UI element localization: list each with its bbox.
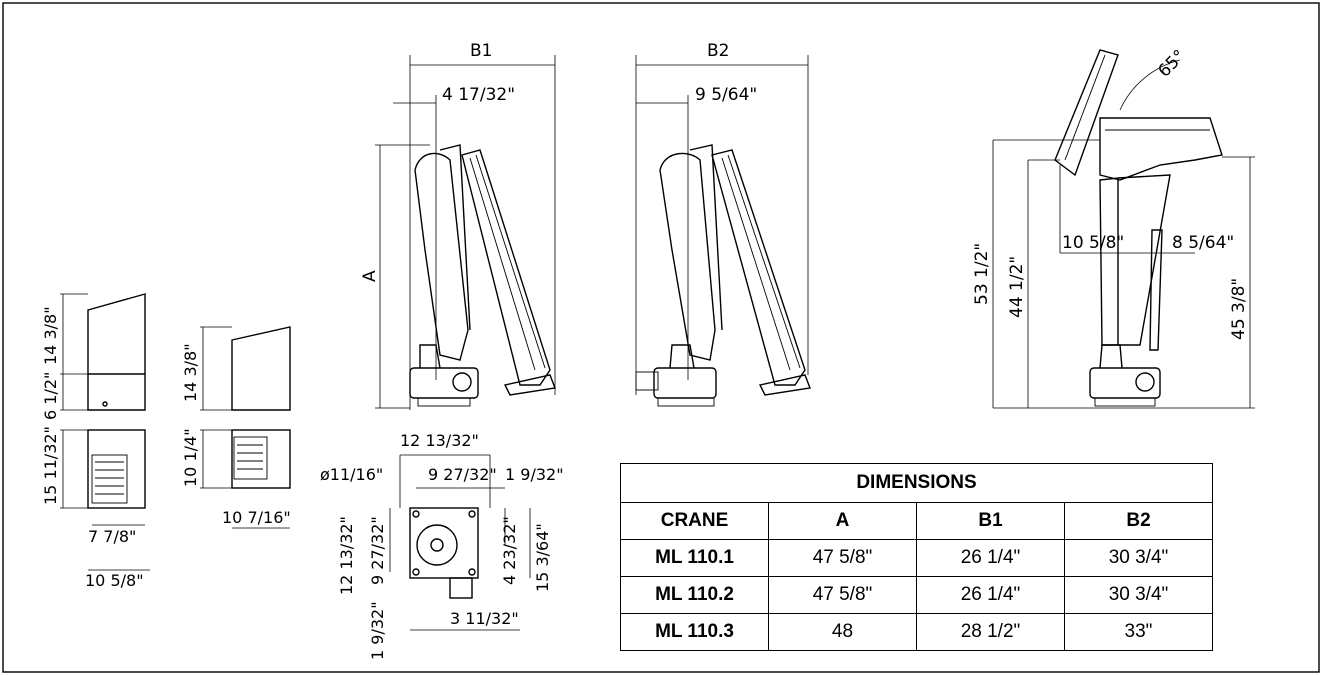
cell-b1: 28 1/2" (916, 613, 1065, 651)
label-a: A (360, 270, 380, 282)
label-b1: B1 (470, 41, 492, 61)
box-front-view: 14 3/8" 6 1/2" (41, 293, 146, 420)
crane-view-extended: 65° 53 1/2" 44 1/2" 45 3/8" 10 5/8" 8 5/… (972, 46, 1255, 409)
label-angle-65: 65° (1154, 46, 1189, 81)
label-6-1-2: 6 1/2" (41, 372, 60, 420)
box2-front-view: 14 3/8" (181, 326, 291, 411)
label-8-5-64: 8 5/64" (1172, 233, 1234, 253)
cell-b2: 30 3/4" (1064, 539, 1213, 577)
cell-b2: 30 3/4" (1064, 576, 1213, 614)
label-10-1-4: 10 1/4" (181, 428, 200, 487)
cell-b2: 33" (1064, 613, 1213, 651)
cell-a: 47 5/8" (768, 539, 917, 577)
cell-crane: ML 110.2 (620, 576, 769, 614)
cell-crane: ML 110.1 (620, 539, 769, 577)
label-53-1-2: 53 1/2" (972, 243, 992, 305)
label-10-5-8-bottom: 10 5/8" (85, 571, 144, 590)
crane-view-b1: B1 4 17/32" A (360, 41, 556, 410)
label-9-5-64: 9 5/64" (695, 85, 757, 105)
dimensions-table: DIMENSIONS CRANE A B1 B2 ML 110.1 47 5/8… (620, 463, 1213, 651)
cell-b1: 26 1/4" (916, 539, 1065, 577)
label-4-23-32: 4 23/32" (500, 516, 519, 585)
label-3-11-32: 3 11/32" (450, 609, 519, 628)
label-44-1-2: 44 1/2" (1007, 256, 1027, 318)
label-9-27-32-v: 9 27/32" (368, 516, 387, 585)
label-15-3-64: 15 3/64" (533, 523, 552, 592)
label-7-7-8: 7 7/8" (88, 527, 136, 546)
header-a: A (768, 502, 917, 540)
cell-b1: 26 1/4" (916, 576, 1065, 614)
label-9-27-32-h: 9 27/32" (428, 465, 497, 484)
label-14-3-8-b: 14 3/8" (181, 343, 200, 402)
table-row: ML 110.1 47 5/8" 26 1/4" 30 3/4" (620, 539, 1213, 577)
box2-top-view: 10 1/4" 10 7/16" (181, 428, 291, 529)
label-10-7-16: 10 7/16" (222, 508, 291, 527)
table-header-row: CRANE A B1 B2 (620, 502, 1213, 540)
table-title: DIMENSIONS (620, 463, 1213, 503)
label-45-3-8: 45 3/8" (1229, 278, 1249, 340)
cell-crane: ML 110.3 (620, 613, 769, 651)
header-b1: B1 (916, 502, 1065, 540)
label-1-9-32-h: 1 9/32" (505, 465, 564, 484)
label-phi-11-16: ø11/16" (320, 465, 383, 484)
header-b2: B2 (1064, 502, 1213, 540)
label-12-13-32-v: 12 13/32" (337, 516, 356, 595)
cell-a: 47 5/8" (768, 576, 917, 614)
label-1-9-32-v: 1 9/32" (368, 601, 387, 660)
label-4-17-32: 4 17/32" (442, 85, 515, 105)
table-row: ML 110.3 48 28 1/2" 33" (620, 613, 1213, 651)
base-plate-plan: 12 13/32" ø11/16" 9 27/32" 1 9/32" 12 13… (320, 431, 564, 660)
label-10-5-8-side: 10 5/8" (1062, 233, 1124, 253)
header-crane: CRANE (620, 502, 769, 540)
box-top-view: 15 11/32" 7 7/8" 10 5/8" (41, 426, 150, 590)
crane-view-b2: B2 9 5/64" (635, 41, 811, 407)
label-b2: B2 (707, 41, 729, 61)
label-15-11-32: 15 11/32" (41, 426, 60, 505)
cell-a: 48 (768, 613, 917, 651)
label-14-3-8-a: 14 3/8" (41, 306, 60, 365)
label-12-13-32-top: 12 13/32" (400, 431, 479, 450)
table-row: ML 110.2 47 5/8" 26 1/4" 30 3/4" (620, 576, 1213, 614)
